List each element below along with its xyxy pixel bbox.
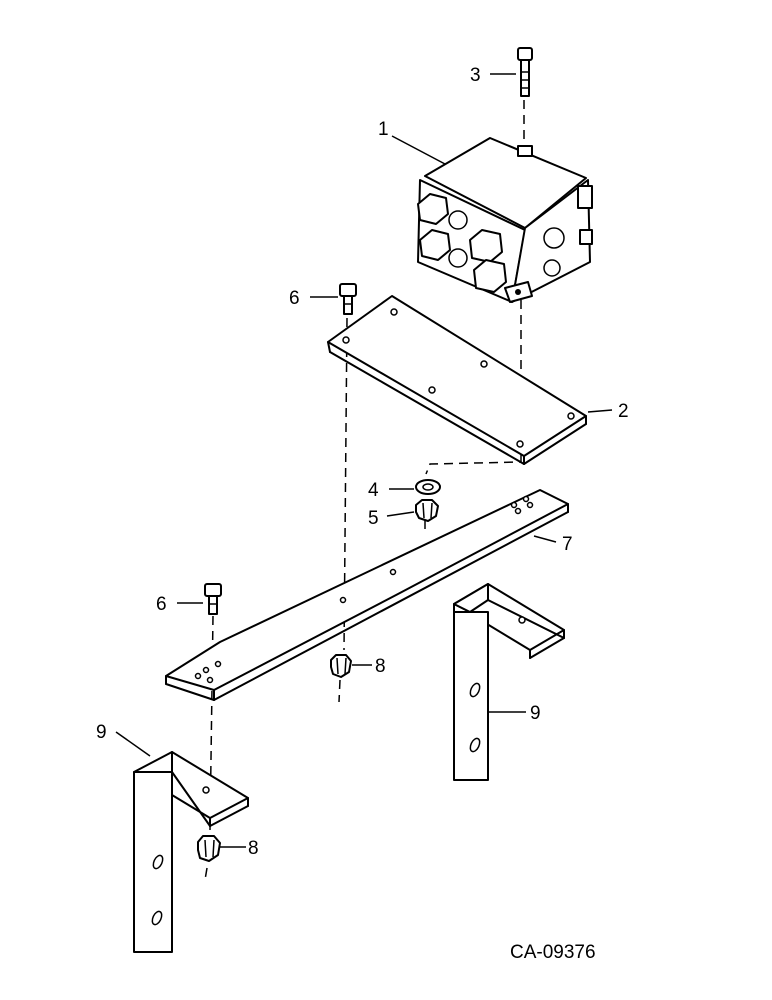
callout-9-left: 9 [96,722,107,743]
callout-6-lower: 6 [156,594,167,615]
callout-7: 7 [562,534,573,555]
bolt-3 [517,47,533,97]
callout-9-right: 9 [530,703,541,724]
bolt-6-upper [339,283,357,315]
callout-2: 2 [618,401,629,422]
leader-lines [115,73,613,848]
nut-8-middle [330,654,352,678]
bar-7 [165,489,569,701]
washer-4 [415,479,441,495]
bracket-9-right [453,583,565,781]
callout-8-middle: 8 [375,656,386,677]
callout-5: 5 [368,508,379,529]
bolt-6-lower [204,583,222,615]
callout-8-lower: 8 [248,838,259,859]
bracket-9-left [133,751,249,953]
nut-5 [415,499,439,522]
valve-block [417,137,593,303]
callout-3: 3 [470,65,481,86]
plate-2 [327,295,587,465]
callout-6-upper: 6 [289,288,300,309]
callout-4: 4 [368,480,379,501]
drawing-code: CA-09376 [510,942,596,963]
callout-1: 1 [378,119,389,140]
callouts: 1 3 6 2 4 5 7 6 8 9 9 8 [96,65,629,859]
nut-8-lower [197,835,221,862]
